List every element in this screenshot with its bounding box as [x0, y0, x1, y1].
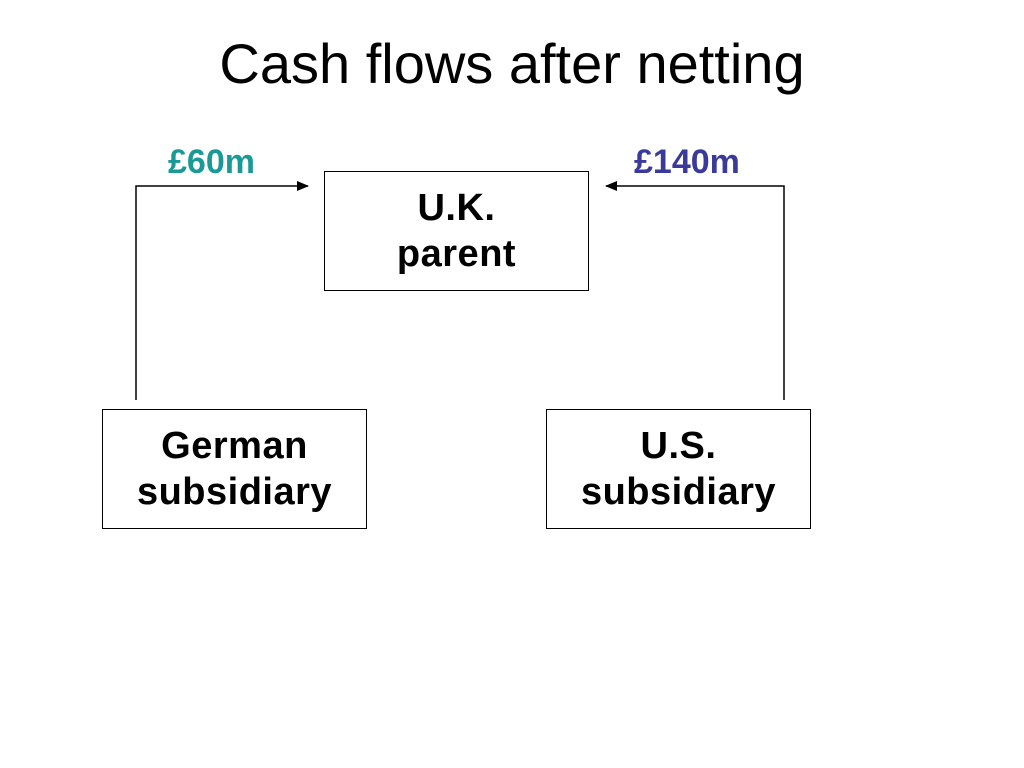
uk-parent-box: U.K. parent	[324, 171, 589, 291]
german-flow-amount: £60m	[168, 143, 255, 181]
slide-title: Cash flows after netting	[219, 32, 805, 95]
german-subsidiary-box: German subsidiary	[102, 409, 367, 529]
us-flow-amount: £140m	[634, 143, 740, 181]
us-subsidiary-box: U.S. subsidiary	[546, 409, 811, 529]
us-to-parent-arrow	[605, 181, 785, 400]
german-to-parent-arrow	[135, 181, 309, 400]
